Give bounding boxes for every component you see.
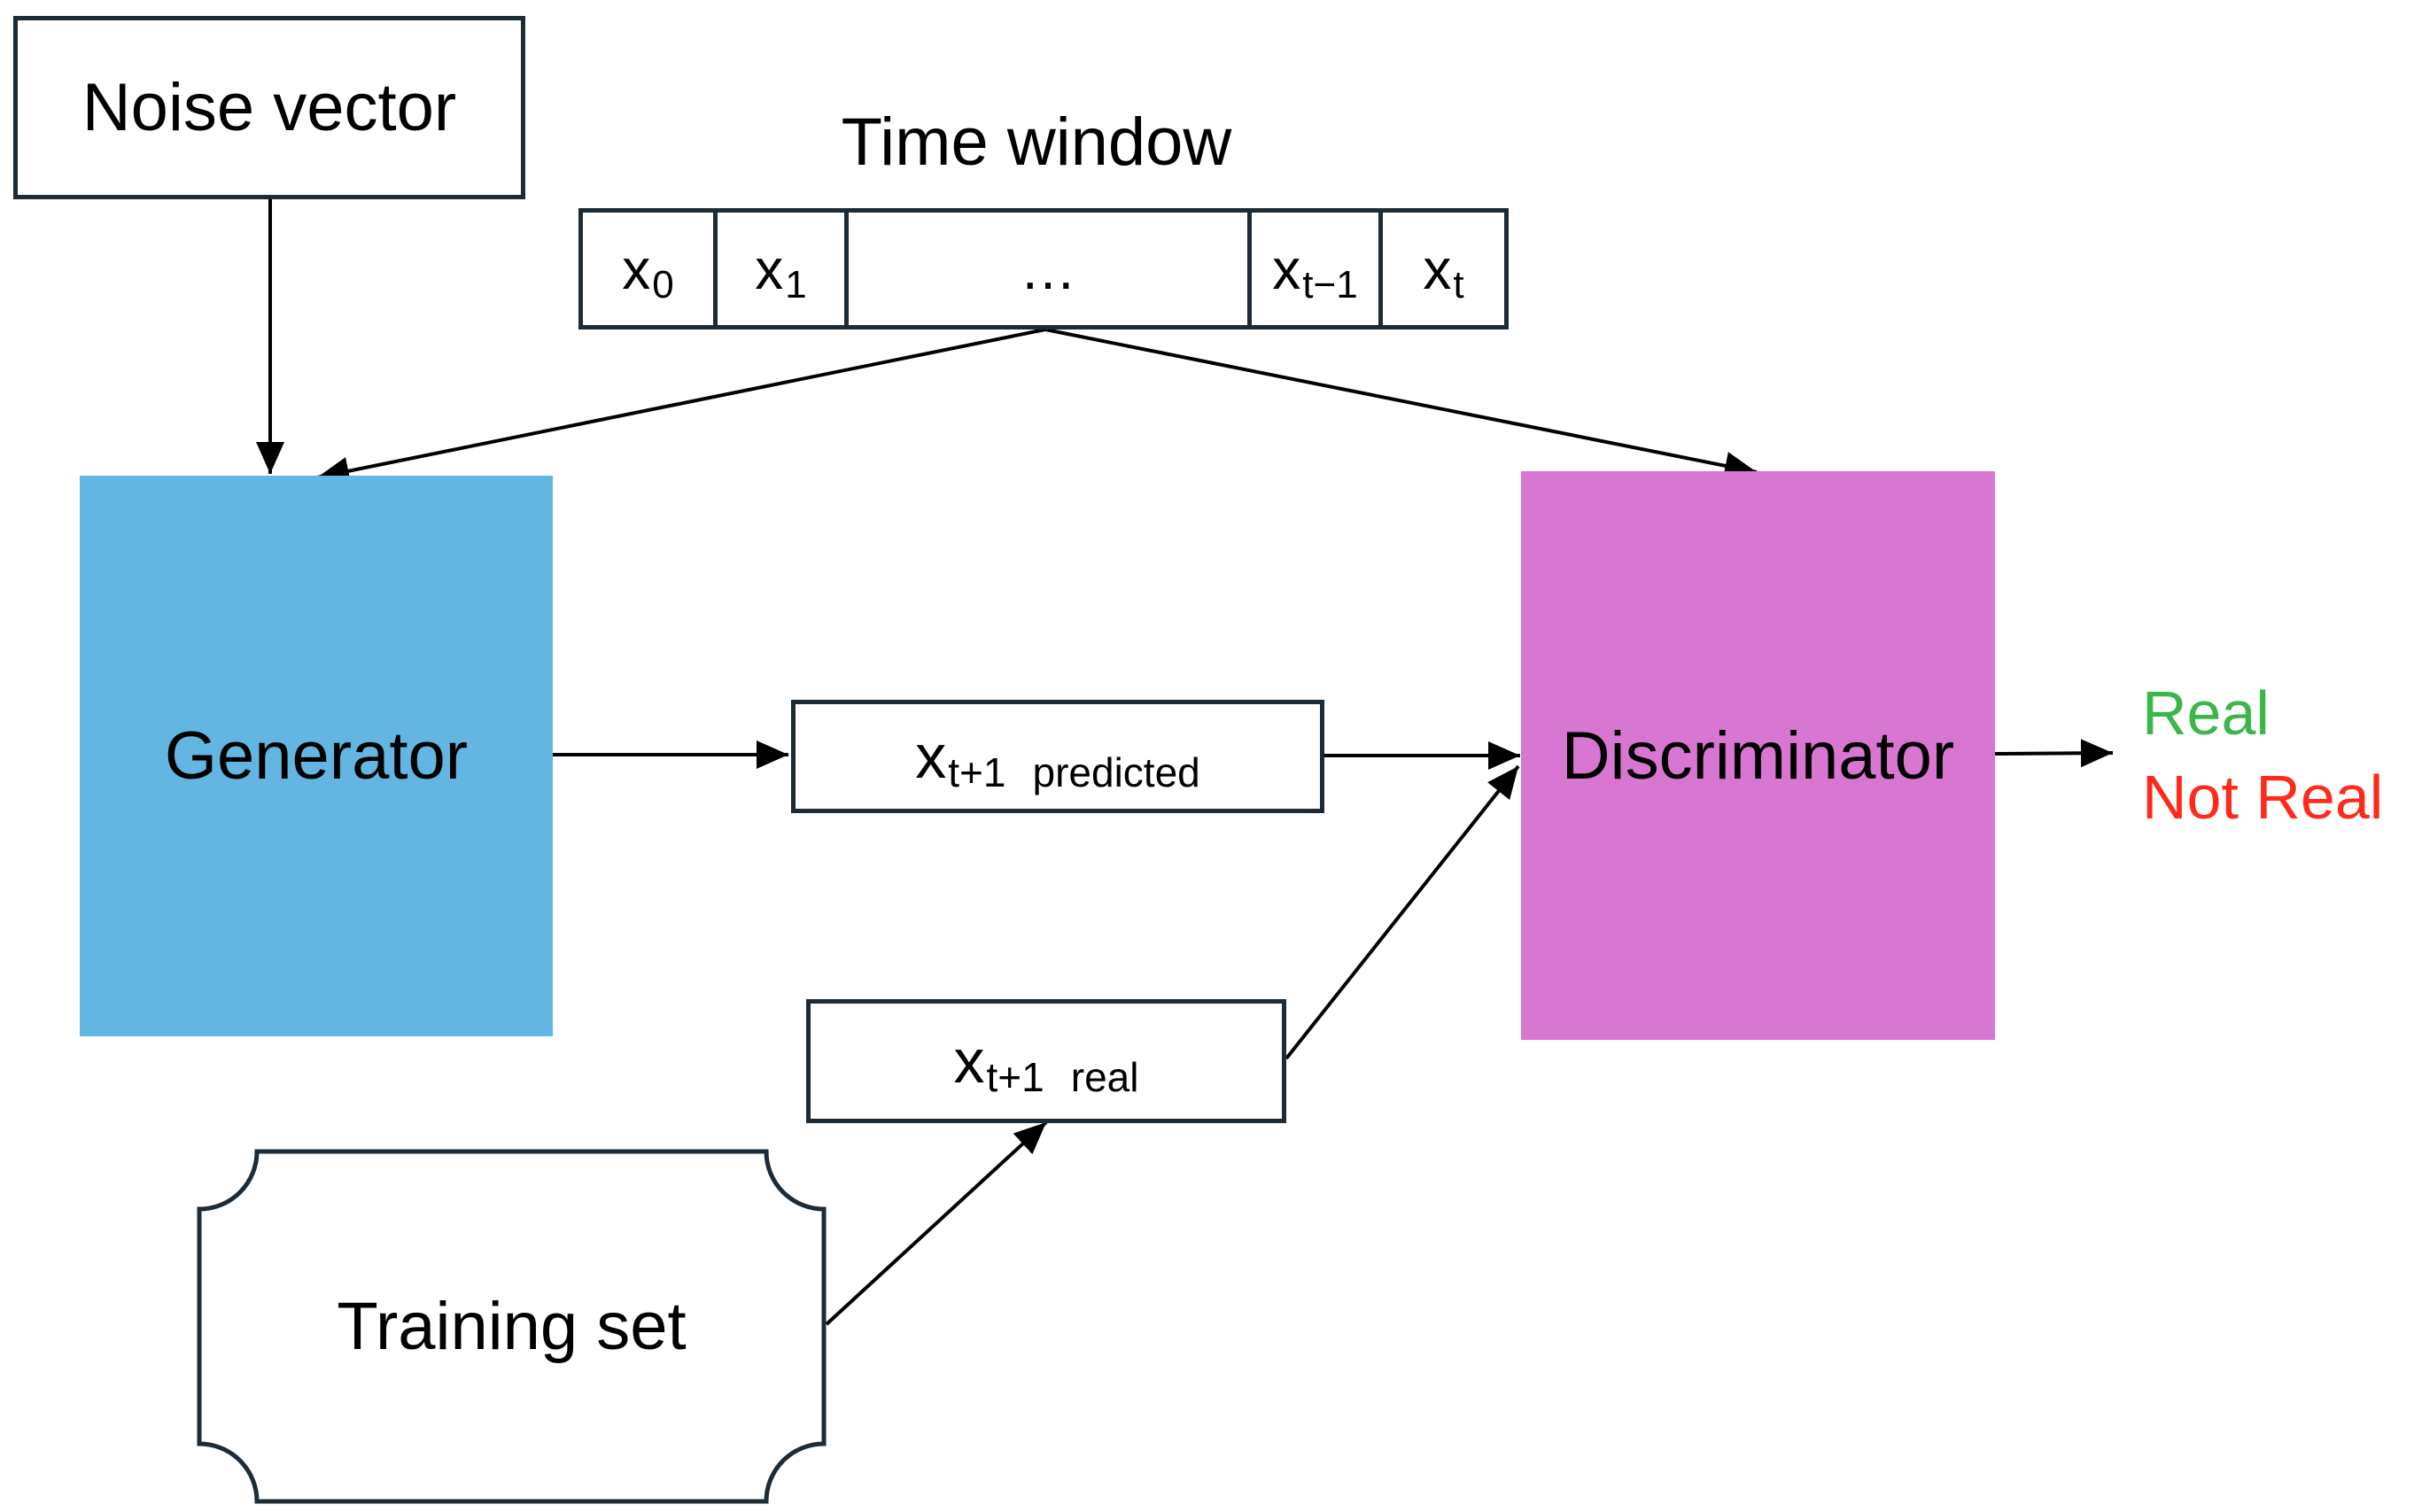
noise-vector-label: Noise vector — [82, 70, 457, 145]
predicted-tag: predicted — [1032, 749, 1200, 795]
generator-block: Generator — [80, 476, 553, 1036]
training-set-label: Training set — [337, 1289, 687, 1364]
ellipsis-cell: … — [849, 213, 1252, 325]
arrow-window-to-discriminator — [1044, 328, 1758, 480]
time-window-title-label: Time window — [841, 104, 1232, 180]
real-tag: real — [1070, 1054, 1139, 1100]
discriminator-block: Discriminator — [1521, 471, 1995, 1040]
noise-vector-box: Noise vector — [13, 16, 525, 199]
arrow-window-to-generator — [316, 328, 1046, 485]
discriminator-label: Discriminator — [1561, 717, 1955, 794]
time-window-title: Time window — [771, 89, 1302, 195]
training-set-frame — [197, 1149, 827, 1504]
output-real-label: Real — [2142, 678, 2270, 748]
arrow-real-to-discriminator — [1285, 764, 1520, 1060]
generator-label: Generator — [164, 718, 469, 794]
arrow-training-to-real — [825, 1120, 1048, 1326]
arrow-discriminator-to-output — [1994, 739, 2114, 768]
output-not-real-label: Not Real — [2142, 763, 2384, 832]
